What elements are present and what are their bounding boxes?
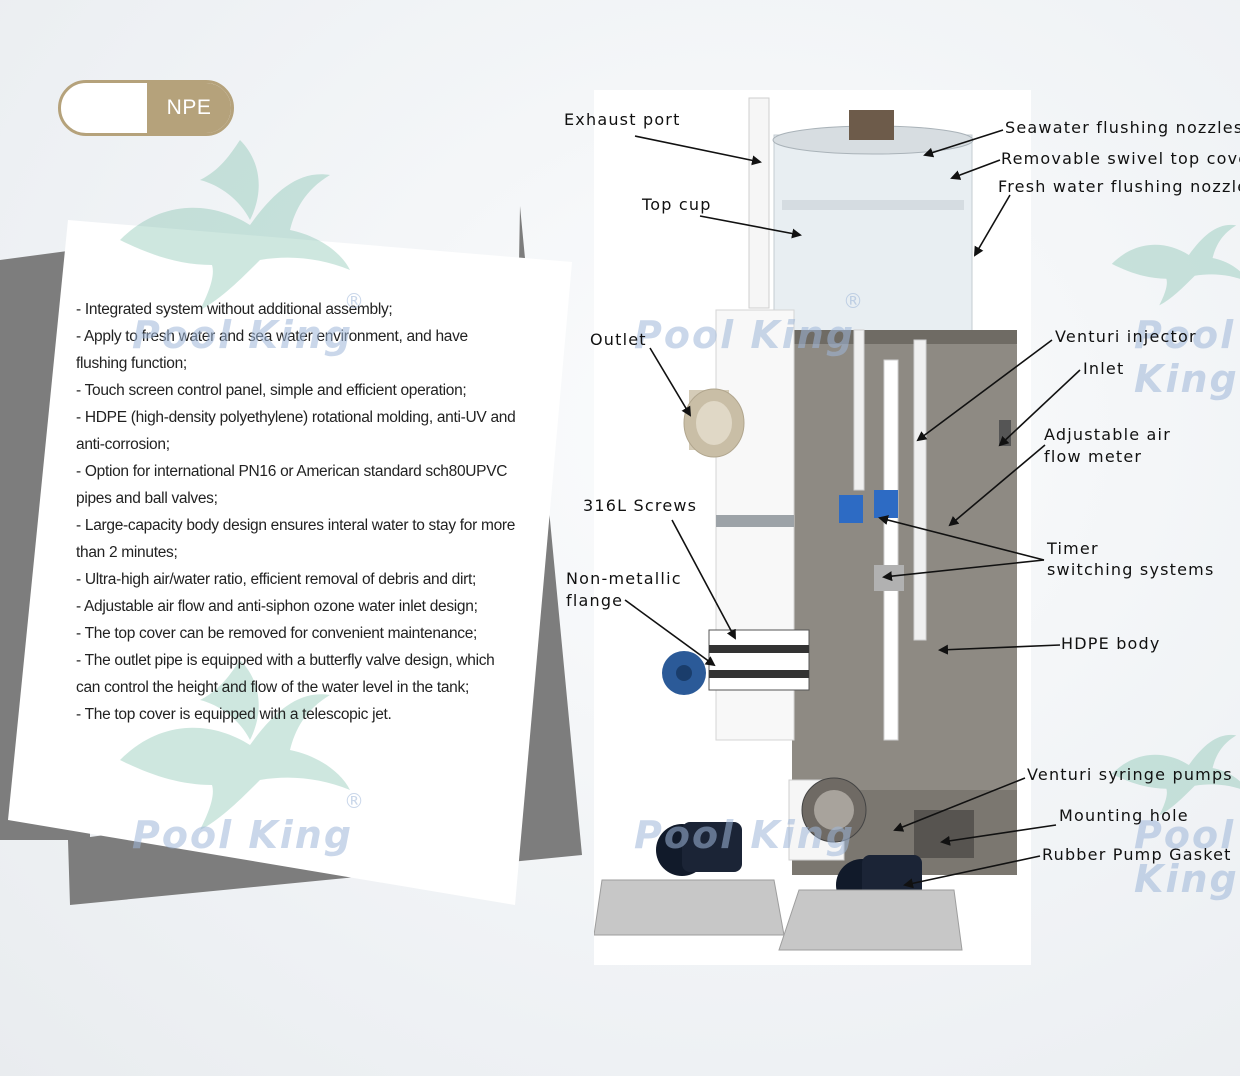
feature-item: - Touch screen control panel, simple and…: [76, 382, 467, 399]
label-inlet: Inlet: [1083, 359, 1125, 378]
label-freshwater-nozzles: Fresh water flushing nozzles: [998, 177, 1240, 196]
label-nonmetallic-flange-line1: Non-metallic: [566, 569, 682, 588]
feature-item: - Integrated system without additional a…: [76, 301, 393, 318]
feature-item: - Apply to fresh water and sea water env…: [76, 328, 468, 372]
registered-mark: ®: [344, 789, 364, 813]
npe-badge-label: NPE: [147, 83, 231, 133]
feature-item: - Ultra-high air/water ratio, efficient …: [76, 571, 477, 588]
label-hdpe-body: HDPE body: [1061, 634, 1161, 653]
product-image: [593, 90, 1031, 965]
brand-watermark: Pool King: [132, 313, 354, 357]
feature-list: - Integrated system without additional a…: [76, 296, 516, 728]
registered-mark: ®: [344, 289, 364, 313]
brand-watermark: Pool King: [132, 813, 354, 857]
label-exhaust-port: Exhaust port: [564, 110, 681, 129]
protein-skimmer-illustration: [593, 97, 1017, 951]
dolphin-watermark-icon: [120, 660, 350, 830]
label-top-cup: Top cup: [642, 195, 712, 214]
feature-item: - The top cover can be removed for conve…: [76, 625, 478, 642]
label-venturi-injector: Venturi injector: [1055, 327, 1197, 346]
feature-item: - Large-capacity body design ensures int…: [76, 517, 516, 561]
brand-watermark: Pool King: [1134, 813, 1239, 901]
label-venturi-pumps: Venturi syringe pumps: [1027, 765, 1233, 784]
label-mounting-hole: Mounting hole: [1059, 806, 1189, 825]
feature-item: - HDPE (high-density polyethylene) rotat…: [76, 409, 516, 453]
label-pump-gasket: Rubber Pump Gasket: [1042, 845, 1232, 864]
feature-item: - Option for international PN16 or Ameri…: [76, 463, 508, 507]
brand-watermark: Pool King: [634, 813, 856, 857]
feature-item: - The outlet pipe is equipped with a but…: [76, 652, 495, 696]
brand-watermark: Pool King: [1134, 313, 1239, 401]
label-air-flow-line2: flow meter: [1044, 447, 1143, 466]
label-timer-line1: Timer: [1047, 539, 1099, 558]
label-nonmetallic-flange-line2: flange: [566, 591, 624, 610]
feature-card: [0, 200, 600, 920]
label-air-flow-line1: Adjustable air: [1044, 425, 1171, 444]
dolphin-watermark-icon: [120, 140, 350, 310]
label-timer-line2: switching systems: [1047, 560, 1215, 579]
npe-badge: NPE: [58, 80, 234, 136]
label-316l-screws: 316L Screws: [583, 496, 698, 515]
label-outlet: Outlet: [590, 330, 647, 349]
brand-watermark: Pool King: [634, 313, 856, 357]
dolphin-watermark-icon: [1111, 734, 1240, 816]
feature-item: - Adjustable air flow and anti-siphon oz…: [76, 598, 478, 615]
dolphin-watermark-icon: [1111, 224, 1240, 306]
registered-mark: ®: [843, 289, 863, 313]
label-seawater-nozzles: Seawater flushing nozzles: [1005, 118, 1240, 137]
card-shapes: [0, 206, 582, 905]
label-top-cover: Removable swivel top cover: [1001, 149, 1240, 168]
feature-item: - The top cover is equipped with a teles…: [76, 706, 392, 723]
